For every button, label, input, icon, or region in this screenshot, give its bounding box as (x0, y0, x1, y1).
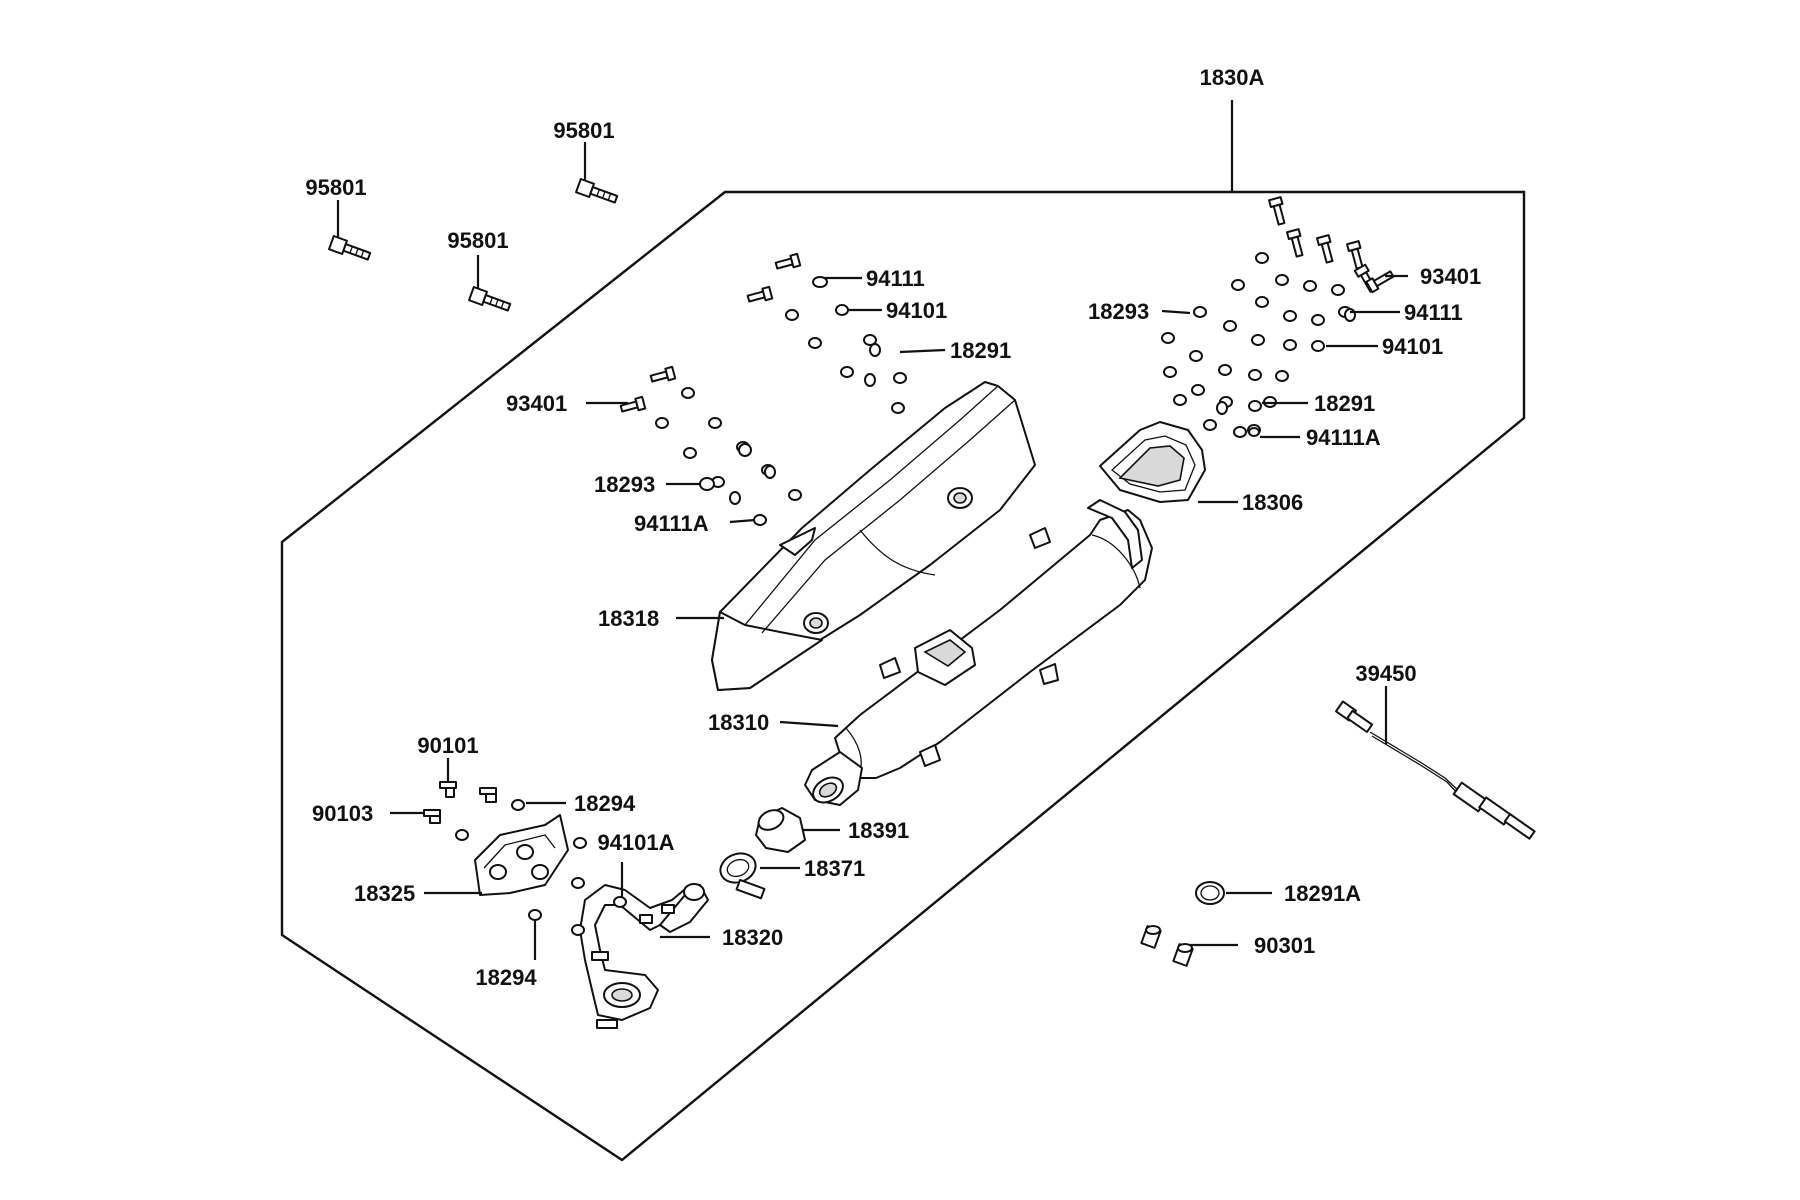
assembly-frame-1830A (280, 190, 1526, 1162)
callout-94101-b: 94101 (1382, 334, 1443, 359)
callout-94111-b: 94111 (1404, 300, 1463, 325)
callout-18293-a: 18293 (594, 472, 655, 497)
right-hardware-group (1161, 196, 1395, 438)
callout-18291-b: 18291 (1314, 391, 1375, 416)
muffler-18310 (804, 499, 1153, 806)
leader-18293-b (1161, 309, 1191, 315)
callout-1830A: 1830A (1200, 65, 1265, 90)
callout-93401-b: 93401 (1420, 264, 1481, 289)
end-cap-18306 (1099, 421, 1206, 503)
callout-90103: 90103 (312, 801, 373, 826)
callout-94111A-b: 94111A (1306, 425, 1381, 450)
callout-18306: 18306 (1242, 490, 1303, 515)
callout-18371: 18371 (804, 856, 865, 881)
callout-18391: 18391 (848, 818, 909, 843)
callout-94111-a: 94111 (866, 266, 925, 291)
callout-95801-c: 95801 (447, 228, 508, 253)
bolt-95801-a (328, 235, 372, 261)
bolt-95801-c (468, 286, 512, 312)
callout-95801-a: 95801 (305, 175, 366, 200)
gasket-ring-18291A (1195, 881, 1225, 905)
oxygen-sensor-39450 (1335, 700, 1536, 840)
callout-94101A: 94101A (597, 830, 674, 855)
left-hardware-group (619, 252, 907, 526)
callout-18318: 18318 (598, 606, 659, 631)
callout-94101-a: 94101 (886, 298, 947, 323)
callout-18310: 18310 (708, 710, 769, 735)
callout-18294-b: 18294 (475, 965, 537, 990)
callout-93401-a: 93401 (506, 391, 567, 416)
callout-18320: 18320 (722, 925, 783, 950)
heat-shield-18318 (711, 381, 1036, 691)
leader-18310 (779, 720, 839, 728)
gasket-18391 (755, 807, 806, 853)
callout-94111A-a: 94111A (634, 511, 709, 536)
leader-94111A-a (729, 518, 756, 524)
front-guard-18325 (474, 814, 569, 896)
callout-18291-a: 18291 (950, 338, 1011, 363)
callout-18325: 18325 (354, 881, 415, 906)
callout-18293-b: 18293 (1088, 299, 1149, 324)
bolt-95801-b (575, 178, 619, 204)
leader-18291-a (899, 348, 946, 354)
nuts-90301 (1140, 925, 1194, 967)
clamp-18371 (719, 852, 766, 900)
exhaust-pipe-18320 (579, 883, 709, 1029)
callout-90101: 90101 (417, 733, 478, 758)
callout-18294-a: 18294 (574, 791, 636, 816)
callout-39450: 39450 (1355, 661, 1416, 686)
callout-90301: 90301 (1254, 933, 1315, 958)
callout-18291A: 18291A (1284, 881, 1361, 906)
callout-95801-b: 95801 (553, 118, 614, 143)
